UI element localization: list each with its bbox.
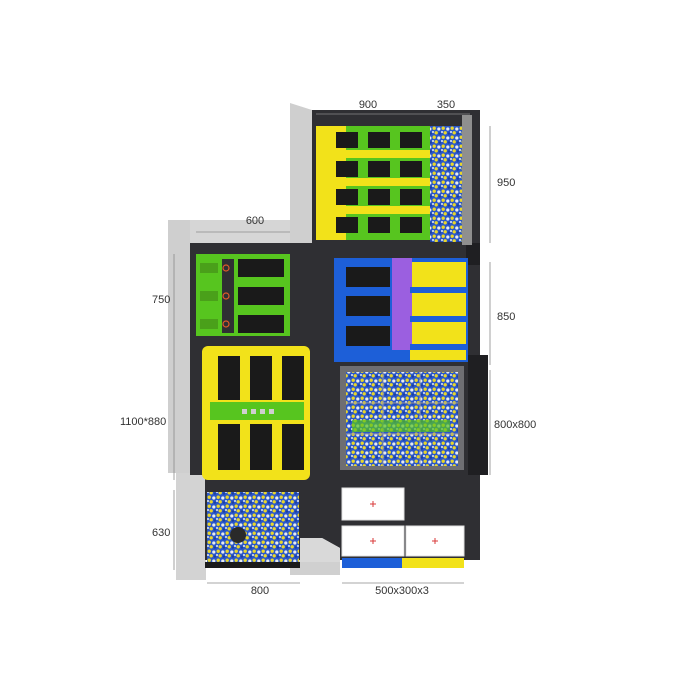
ball-pit-hole	[230, 527, 246, 543]
trampoline-court-1100x880	[202, 346, 310, 480]
foam-pit-800x800	[340, 366, 464, 470]
dim-left-bottom-height: 630	[152, 527, 170, 539]
ball-pit-bottom-left	[207, 492, 299, 562]
dim-top-left-width: 900	[359, 99, 377, 111]
dim-right-mid-height: 850	[497, 311, 515, 323]
dim-top-right-width: 350	[437, 99, 455, 111]
dim-bottom-left-width: 800	[251, 585, 269, 597]
dim-top-right-height: 950	[497, 177, 515, 189]
blue-yellow-court	[334, 258, 468, 362]
dim-right-lower-label: 800x800	[494, 419, 536, 431]
dim-bottom-right-label: 500x300x3	[375, 585, 429, 597]
dimension-lines	[173, 113, 491, 584]
ball-pit-top-right	[430, 126, 468, 242]
green-court-left	[196, 254, 290, 336]
dim-left-upper-height: 750	[152, 294, 170, 306]
outer-walls	[168, 103, 340, 580]
entrance	[300, 538, 340, 562]
dim-left-mid-label: 1100*880	[120, 416, 166, 428]
small-trampolines-500x300x3	[341, 487, 465, 568]
dim-mid-left-width: 600	[246, 215, 264, 227]
trampoline-court-top	[316, 126, 430, 240]
